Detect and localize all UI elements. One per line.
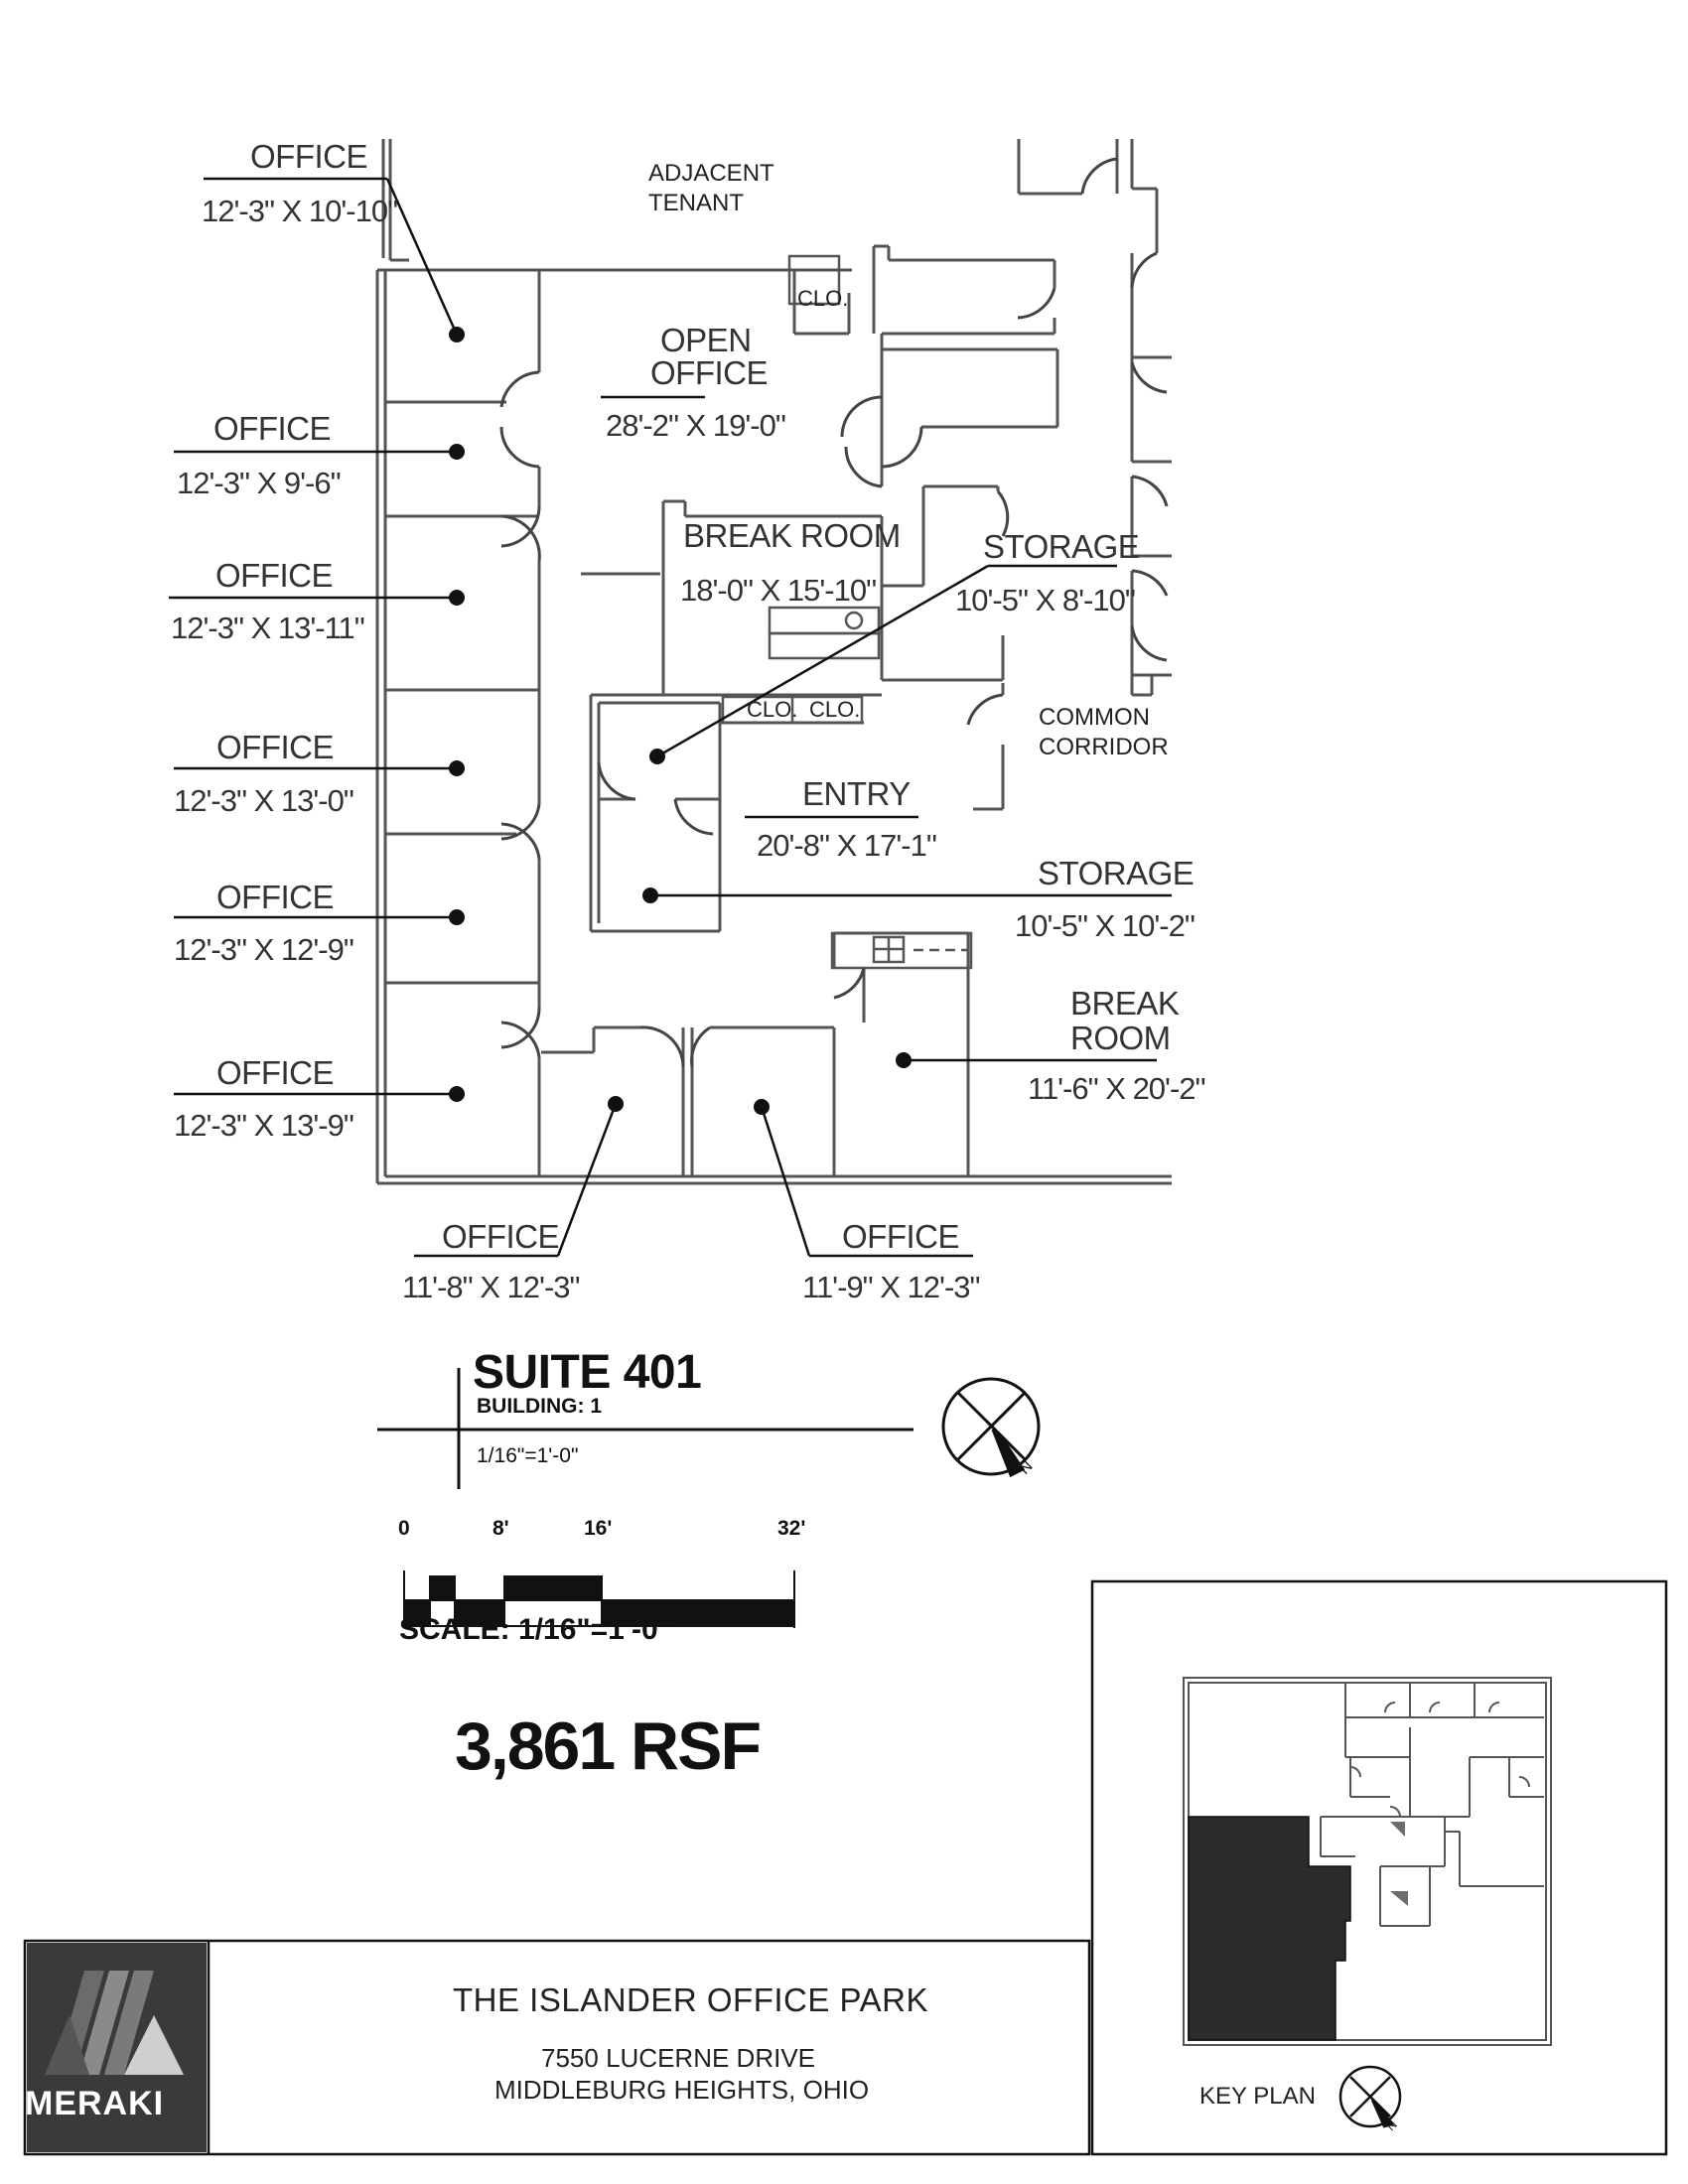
room-markers: [449, 327, 912, 1115]
address-line1: 7550 LUCERNE DRIVE: [541, 2043, 815, 2073]
room-dims-office-3: 12'-3" X 13'-11": [171, 611, 365, 645]
closet-label-entry-1: CLO.: [747, 697, 798, 722]
room-name-break-room-2-line1: BREAK: [1070, 985, 1180, 1022]
meraki-logo: [27, 1943, 207, 2152]
room-dims-break-room-1: 18'-0" X 15'-10": [680, 573, 877, 608]
scale-tick-0: 0: [398, 1517, 410, 1540]
room-name-office-2: OFFICE: [213, 410, 332, 447]
room-dims-break-room-2: 11'-6" X 20'-2": [1028, 1071, 1206, 1106]
leader-lines: [169, 177, 1172, 1258]
key-plan-drawing: [1183, 1677, 1552, 2046]
room-name-open-office-line2: OFFICE: [650, 354, 769, 391]
north-arrow-icon: [941, 1377, 1041, 1478]
room-dims-office-5: 12'-3" X 12'-9": [174, 932, 354, 967]
key-plan-suite-highlight: [1188, 1816, 1351, 2041]
room-name-office-6: OFFICE: [216, 1054, 335, 1091]
wall-lines: [375, 139, 1172, 1185]
room-dims-office-1: 12'-3" X 10'-10": [202, 194, 398, 228]
room-name-entry: ENTRY: [802, 775, 911, 812]
room-dims-office-4: 12'-3" X 13'-0": [174, 783, 354, 818]
room-name-office-3: OFFICE: [215, 557, 334, 594]
room-name-office-8: OFFICE: [842, 1218, 960, 1255]
room-name-break-room-1: BREAK ROOM: [683, 517, 901, 554]
room-name-storage-2: STORAGE: [1038, 855, 1195, 891]
key-plan-label: KEY PLAN: [1199, 2083, 1316, 2110]
room-dims-open-office: 28'-2" X 19'-0": [606, 408, 786, 443]
adjacent-tenant-line1: ADJACENT: [648, 160, 774, 187]
room-name-break-room-2-line2: ROOM: [1070, 1020, 1171, 1056]
closet-label-entry-2: CLO.: [809, 697, 861, 722]
scale-tick-8: 8': [492, 1517, 509, 1540]
room-dims-storage-2: 10'-5" X 10'-2": [1015, 908, 1196, 943]
room-name-office-4: OFFICE: [216, 729, 335, 765]
room-name-open-office-line1: OPEN: [660, 322, 752, 358]
room-dims-storage-1: 10'-5" X 8'-10": [955, 583, 1136, 617]
room-dims-office-6: 12'-3" X 13'-9": [174, 1108, 354, 1143]
suite-scale: 1/16"=1'-0": [477, 1444, 579, 1467]
key-plan-dots: [1390, 1822, 1408, 1906]
door-swings: [499, 157, 1169, 1068]
scale-bar-label: SCALE: 1/16"=1'-0": [399, 1613, 672, 1646]
title-block-frame: [23, 1579, 1668, 2156]
common-corridor-line2: CORRIDOR: [1039, 734, 1169, 760]
common-corridor-line1: COMMON: [1039, 704, 1150, 731]
room-dims-entry: 20'-8" X 17'-1": [757, 828, 937, 863]
property-name: THE ISLANDER OFFICE PARK: [453, 1981, 928, 2018]
room-dims-office-2: 12'-3" X 9'-6": [177, 466, 342, 500]
suite-title: SUITE 401: [473, 1346, 702, 1399]
suite-building: BUILDING: 1: [477, 1395, 602, 1418]
closet-label-open-office: CLO.: [797, 286, 849, 311]
scale-tick-32: 32': [777, 1517, 806, 1540]
key-plan-north-arrow-icon: [1338, 2065, 1402, 2128]
scale-bar-graphic: [403, 1570, 795, 1628]
rentable-area: 3,861 RSF: [455, 1708, 762, 1784]
room-dims-office-7: 11'-8" X 12'-3": [402, 1270, 581, 1304]
room-dims-office-8: 11'-9" X 12'-3": [802, 1270, 981, 1304]
scale-tick-16: 16': [584, 1517, 613, 1540]
room-name-office-1: OFFICE: [250, 138, 368, 175]
suite-title-lines: [377, 1368, 914, 1489]
logo-text: MERAKI: [25, 2085, 165, 2122]
address-line2: MIDDLEBURG HEIGHTS, OHIO: [494, 2075, 870, 2105]
kitchenette: [768, 606, 973, 970]
closet-units: [721, 254, 864, 725]
room-name-office-7: OFFICE: [442, 1218, 560, 1255]
room-name-storage-1: STORAGE: [983, 528, 1140, 565]
room-name-office-5: OFFICE: [216, 879, 335, 915]
adjacent-tenant-line2: TENANT: [648, 190, 744, 216]
